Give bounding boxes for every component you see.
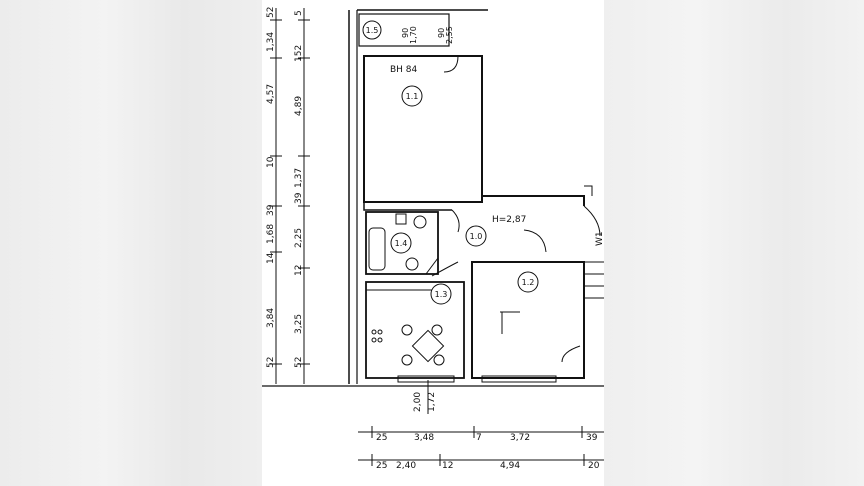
left-inner-dim: 39	[294, 192, 304, 204]
top-dim: 2,55	[445, 26, 454, 44]
bottom-vertical-dim: 1,72	[427, 392, 437, 412]
hall-wall-left	[363, 202, 452, 211]
bottom-dim-row1: 3,72	[510, 433, 530, 443]
left-outer-dim: 52	[266, 7, 276, 18]
stove-burner-icon	[377, 337, 383, 343]
bathtub-icon	[368, 227, 386, 271]
window-room-1-2	[481, 375, 557, 383]
top-dim: 1,70	[409, 26, 418, 44]
bottom-dim-row2: 20	[588, 461, 600, 471]
room-1-2-outline	[471, 261, 585, 379]
room-badge-1-1	[401, 85, 423, 107]
blurred-background-right	[604, 0, 864, 486]
left-inner-dim: 1,37	[294, 168, 304, 188]
shower-drain-icon	[405, 257, 419, 271]
left-outer-dim: 39	[266, 204, 276, 216]
left-outer-dim: 1,34	[266, 32, 276, 52]
toilet-icon	[395, 213, 407, 225]
room-badge-1-5	[362, 20, 382, 40]
stove-burner-icon	[371, 337, 377, 343]
stove-burner-icon	[371, 329, 377, 335]
entrance-door-arc	[583, 205, 601, 237]
door-arc-1-2	[523, 229, 547, 253]
room-label-1-1: 1.1	[406, 92, 419, 101]
bottom-dim-row1: 25	[376, 433, 387, 443]
bath-door	[425, 257, 439, 275]
top-dim: 90	[437, 28, 446, 38]
room-label-1-4: 1.4	[395, 239, 408, 248]
window-kitchen	[397, 375, 455, 383]
room-label-1-2: 1.2	[522, 278, 535, 287]
dining-table-icon	[411, 329, 445, 363]
floor-plan-sheet: 1.5 1.1 1.2 1.3 1.4 1.0 BH 84 H=2,87 W1 …	[262, 0, 604, 486]
chair-icon	[401, 354, 413, 366]
floor-plan-drawing: 1.5 1.1 1.2 1.3 1.4 1.0 BH 84 H=2,87 W1 …	[262, 7, 604, 471]
blurred-background-left	[0, 0, 262, 486]
room-1-4-outline	[365, 211, 439, 275]
left-outer-dim: 4,57	[266, 84, 276, 104]
room-1-3-outline	[365, 281, 465, 379]
door-arc-hall	[451, 209, 460, 233]
left-outer-dim: 10	[266, 156, 276, 168]
room-label-1-0: 1.0	[470, 232, 483, 241]
bottom-dim-row2: 4,94	[500, 461, 520, 471]
left-inner-dim: 5	[294, 10, 304, 16]
room-label-1-5: 1.5	[366, 26, 379, 35]
hall-wall-top	[481, 195, 585, 206]
room-1-1-outline	[363, 55, 483, 203]
bottom-dim-row1: 3,48	[414, 433, 434, 443]
ceiling-height-note: H=2,87	[492, 215, 526, 225]
bottom-vertical-dim: 2,00	[413, 392, 423, 412]
bottom-dim-row2: 2,40	[396, 461, 416, 471]
left-outer-dim: 52	[266, 357, 276, 368]
door-arc-balcony	[561, 345, 581, 363]
left-inner-dim: 2,25	[294, 228, 304, 248]
left-inner-dim: 3,25	[294, 314, 304, 334]
window-code: W1	[595, 231, 604, 246]
bottom-dim-row1: 7	[476, 433, 482, 443]
chair-icon	[401, 324, 413, 336]
entrance-wall	[584, 185, 593, 196]
top-dim: 90	[401, 28, 410, 38]
left-outer-dim: 3,84	[266, 308, 276, 328]
bh-note: BH 84	[390, 65, 418, 75]
bottom-dim-row2: 25	[376, 461, 387, 471]
door-arc-1-3	[431, 261, 459, 277]
left-inner-dim: 152	[294, 45, 304, 62]
chair-icon	[433, 354, 445, 366]
room-1-5-outline	[358, 13, 450, 47]
room-badge-1-0	[465, 225, 487, 247]
bottom-dim-row1: 39	[586, 433, 598, 443]
left-inner-dim: 4,89	[294, 96, 304, 116]
washbasin-icon	[413, 215, 427, 229]
door-arc-1-1	[443, 55, 459, 73]
stove-burner-icon	[377, 329, 383, 335]
room-badge-1-3	[430, 283, 452, 305]
room-badge-1-2	[517, 271, 539, 293]
left-inner-dim: 12	[294, 265, 304, 276]
room-label-1-3: 1.3	[435, 290, 448, 299]
left-outer-dim: 1,68	[266, 224, 276, 244]
room-badge-1-4	[390, 232, 412, 254]
bottom-dim-row2: 12	[442, 461, 453, 471]
left-inner-dim: 52	[294, 357, 304, 368]
chair-icon	[431, 324, 443, 336]
left-outer-dim: 14	[266, 252, 276, 264]
